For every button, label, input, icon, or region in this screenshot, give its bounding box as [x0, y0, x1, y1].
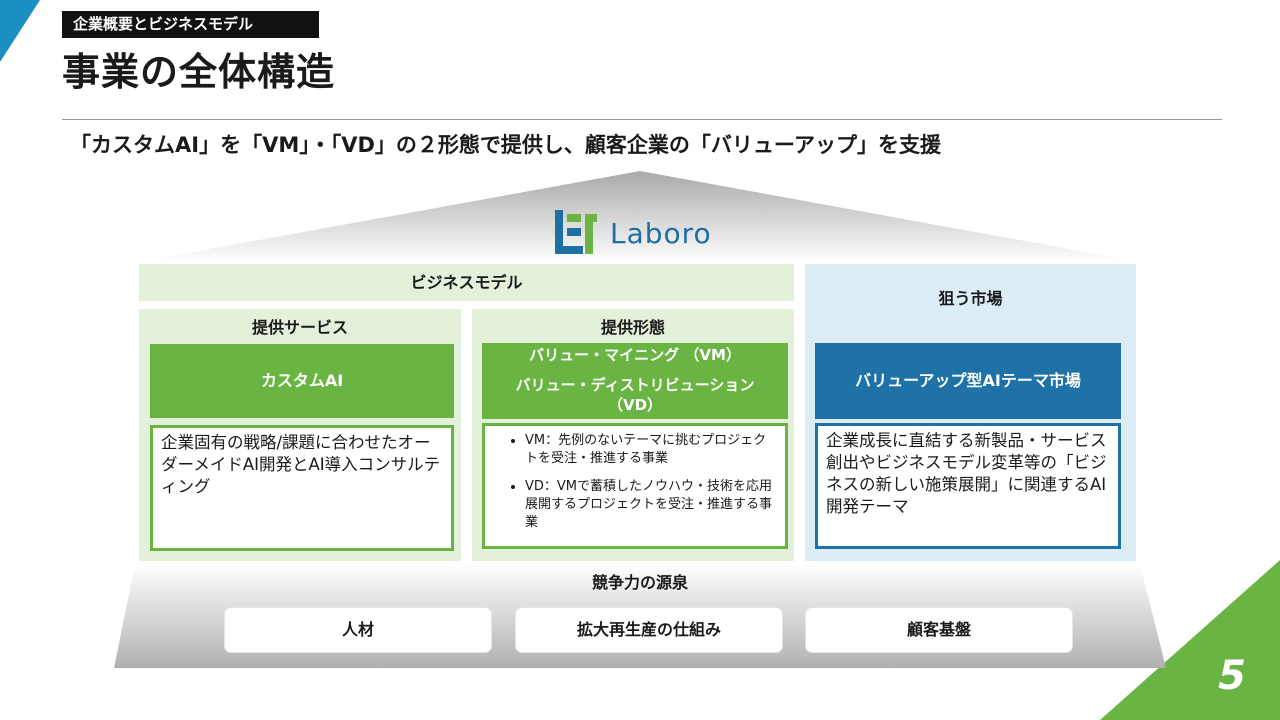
- title-divider: [62, 119, 1222, 120]
- custom-ai-box: カスタムAI: [150, 344, 454, 418]
- corner-decoration-bottom-right: [1100, 560, 1280, 720]
- market-column: 狙う市場 バリューアップ型AIテーマ市場 企業成長に直結する新製品・サービス創出…: [805, 264, 1136, 561]
- page-subtitle: 「カスタムAI」を「VM」・「VD」の２形態で提供し、顧客企業の「バリューアップ…: [70, 133, 942, 157]
- competitiveness-title: 競争力の源泉: [591, 573, 688, 592]
- value-up-market-box: バリューアップ型AIテーマ市場: [815, 343, 1121, 419]
- market-header: 狙う市場: [938, 289, 1003, 308]
- page-title: 事業の全体構造: [62, 50, 336, 94]
- services-column: 提供サービス カスタムAI 企業固有の戦略/課題に合わせたオーダーメイドAI開発…: [139, 309, 461, 561]
- corner-decoration-top-left: [0, 0, 40, 62]
- vd-label: バリュー・ディストリビューション: [515, 376, 755, 394]
- pillar-customer-base: 顧客基盤: [806, 608, 1072, 652]
- list-item: VD：VMで蓄積したノウハウ・技術を応用展開するプロジェクトを受注・推進する事業: [525, 478, 775, 532]
- vm-vd-box: バリュー・マイニング （VM） バリュー・ディストリビューション （VD）: [482, 343, 788, 419]
- vm-label: バリュー・マイニング （VM）: [529, 346, 741, 364]
- page-number: 5: [1218, 653, 1246, 699]
- market-description-box: 企業成長に直結する新製品・サービス創出やビジネスモデル変革等の「ビジネスの新しい…: [815, 423, 1121, 549]
- section-tag: 企業概要とビジネスモデル: [62, 11, 319, 38]
- laboro-logo-icon: [555, 210, 597, 254]
- forms-description-box: VM：先例のないテーマに挑むプロジェクトを受注・推進する事業 VD：VMで蓄積し…: [482, 423, 788, 549]
- services-description-box: 企業固有の戦略/課題に合わせたオーダーメイドAI開発とAI導入コンサルティング: [150, 425, 454, 551]
- pillar-talent: 人材: [225, 608, 491, 652]
- services-header: 提供サービス: [251, 318, 348, 337]
- business-model-header: ビジネスモデル: [139, 264, 794, 301]
- forms-header: 提供形態: [600, 318, 665, 337]
- forms-column: 提供形態 バリュー・マイニング （VM） バリュー・ディストリビューション （V…: [472, 309, 794, 561]
- services-description: 企業固有の戦略/課題に合わせたオーダーメイドAI開発とAI導入コンサルティング: [161, 433, 441, 496]
- vd-label-suffix: （VD）: [607, 396, 663, 414]
- market-description: 企業成長に直結する新製品・サービス創出やビジネスモデル変革等の「ビジネスの新しい…: [826, 431, 1107, 516]
- pillar-expansion-mechanism: 拡大再生産の仕組み: [516, 608, 782, 652]
- laboro-logo-text: Laboro: [610, 217, 712, 250]
- list-item: VM：先例のないテーマに挑むプロジェクトを受注・推進する事業: [525, 432, 775, 468]
- house-roof: [138, 171, 1140, 262]
- forms-bullet-list: VM：先例のないテーマに挑むプロジェクトを受注・推進する事業 VD：VMで蓄積し…: [485, 426, 785, 532]
